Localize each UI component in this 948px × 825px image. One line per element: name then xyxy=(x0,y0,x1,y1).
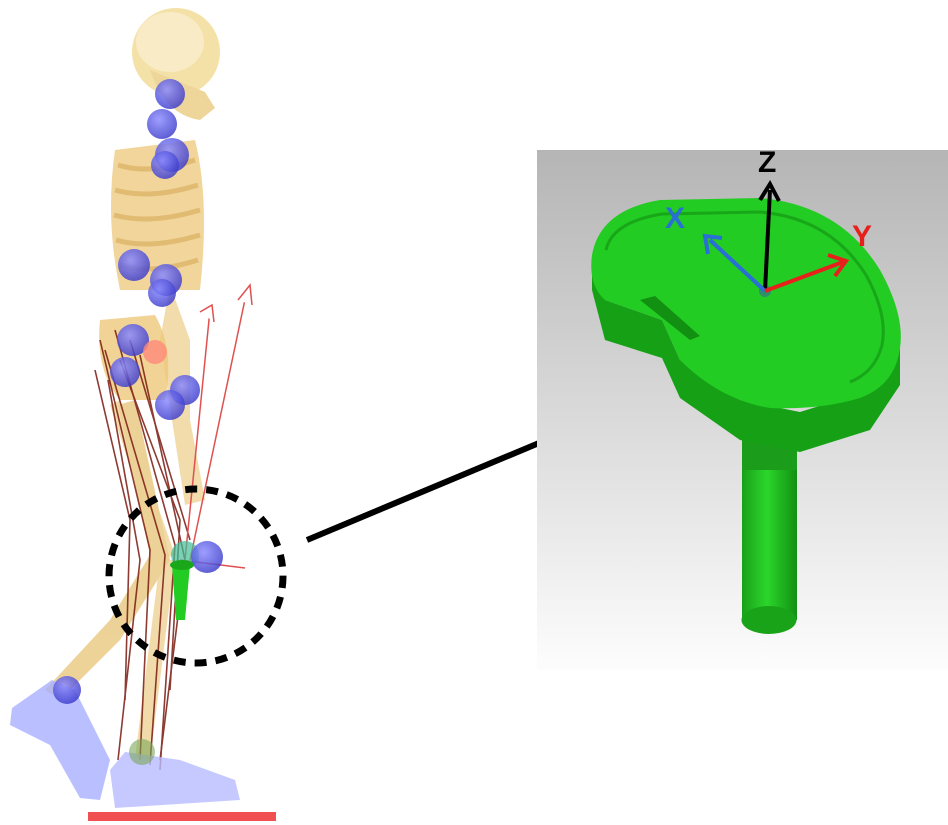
axis-x-label: X xyxy=(665,202,685,235)
implant-stem xyxy=(742,440,798,634)
axis-y-label: Y xyxy=(852,220,872,253)
skeleton-figure xyxy=(10,8,276,821)
knee-implant-mini xyxy=(170,560,194,620)
ground-plate xyxy=(88,812,276,821)
implant-panel: Z X Y xyxy=(537,146,948,670)
magnify-circle xyxy=(109,489,283,663)
axis-z-label: Z xyxy=(758,146,776,179)
